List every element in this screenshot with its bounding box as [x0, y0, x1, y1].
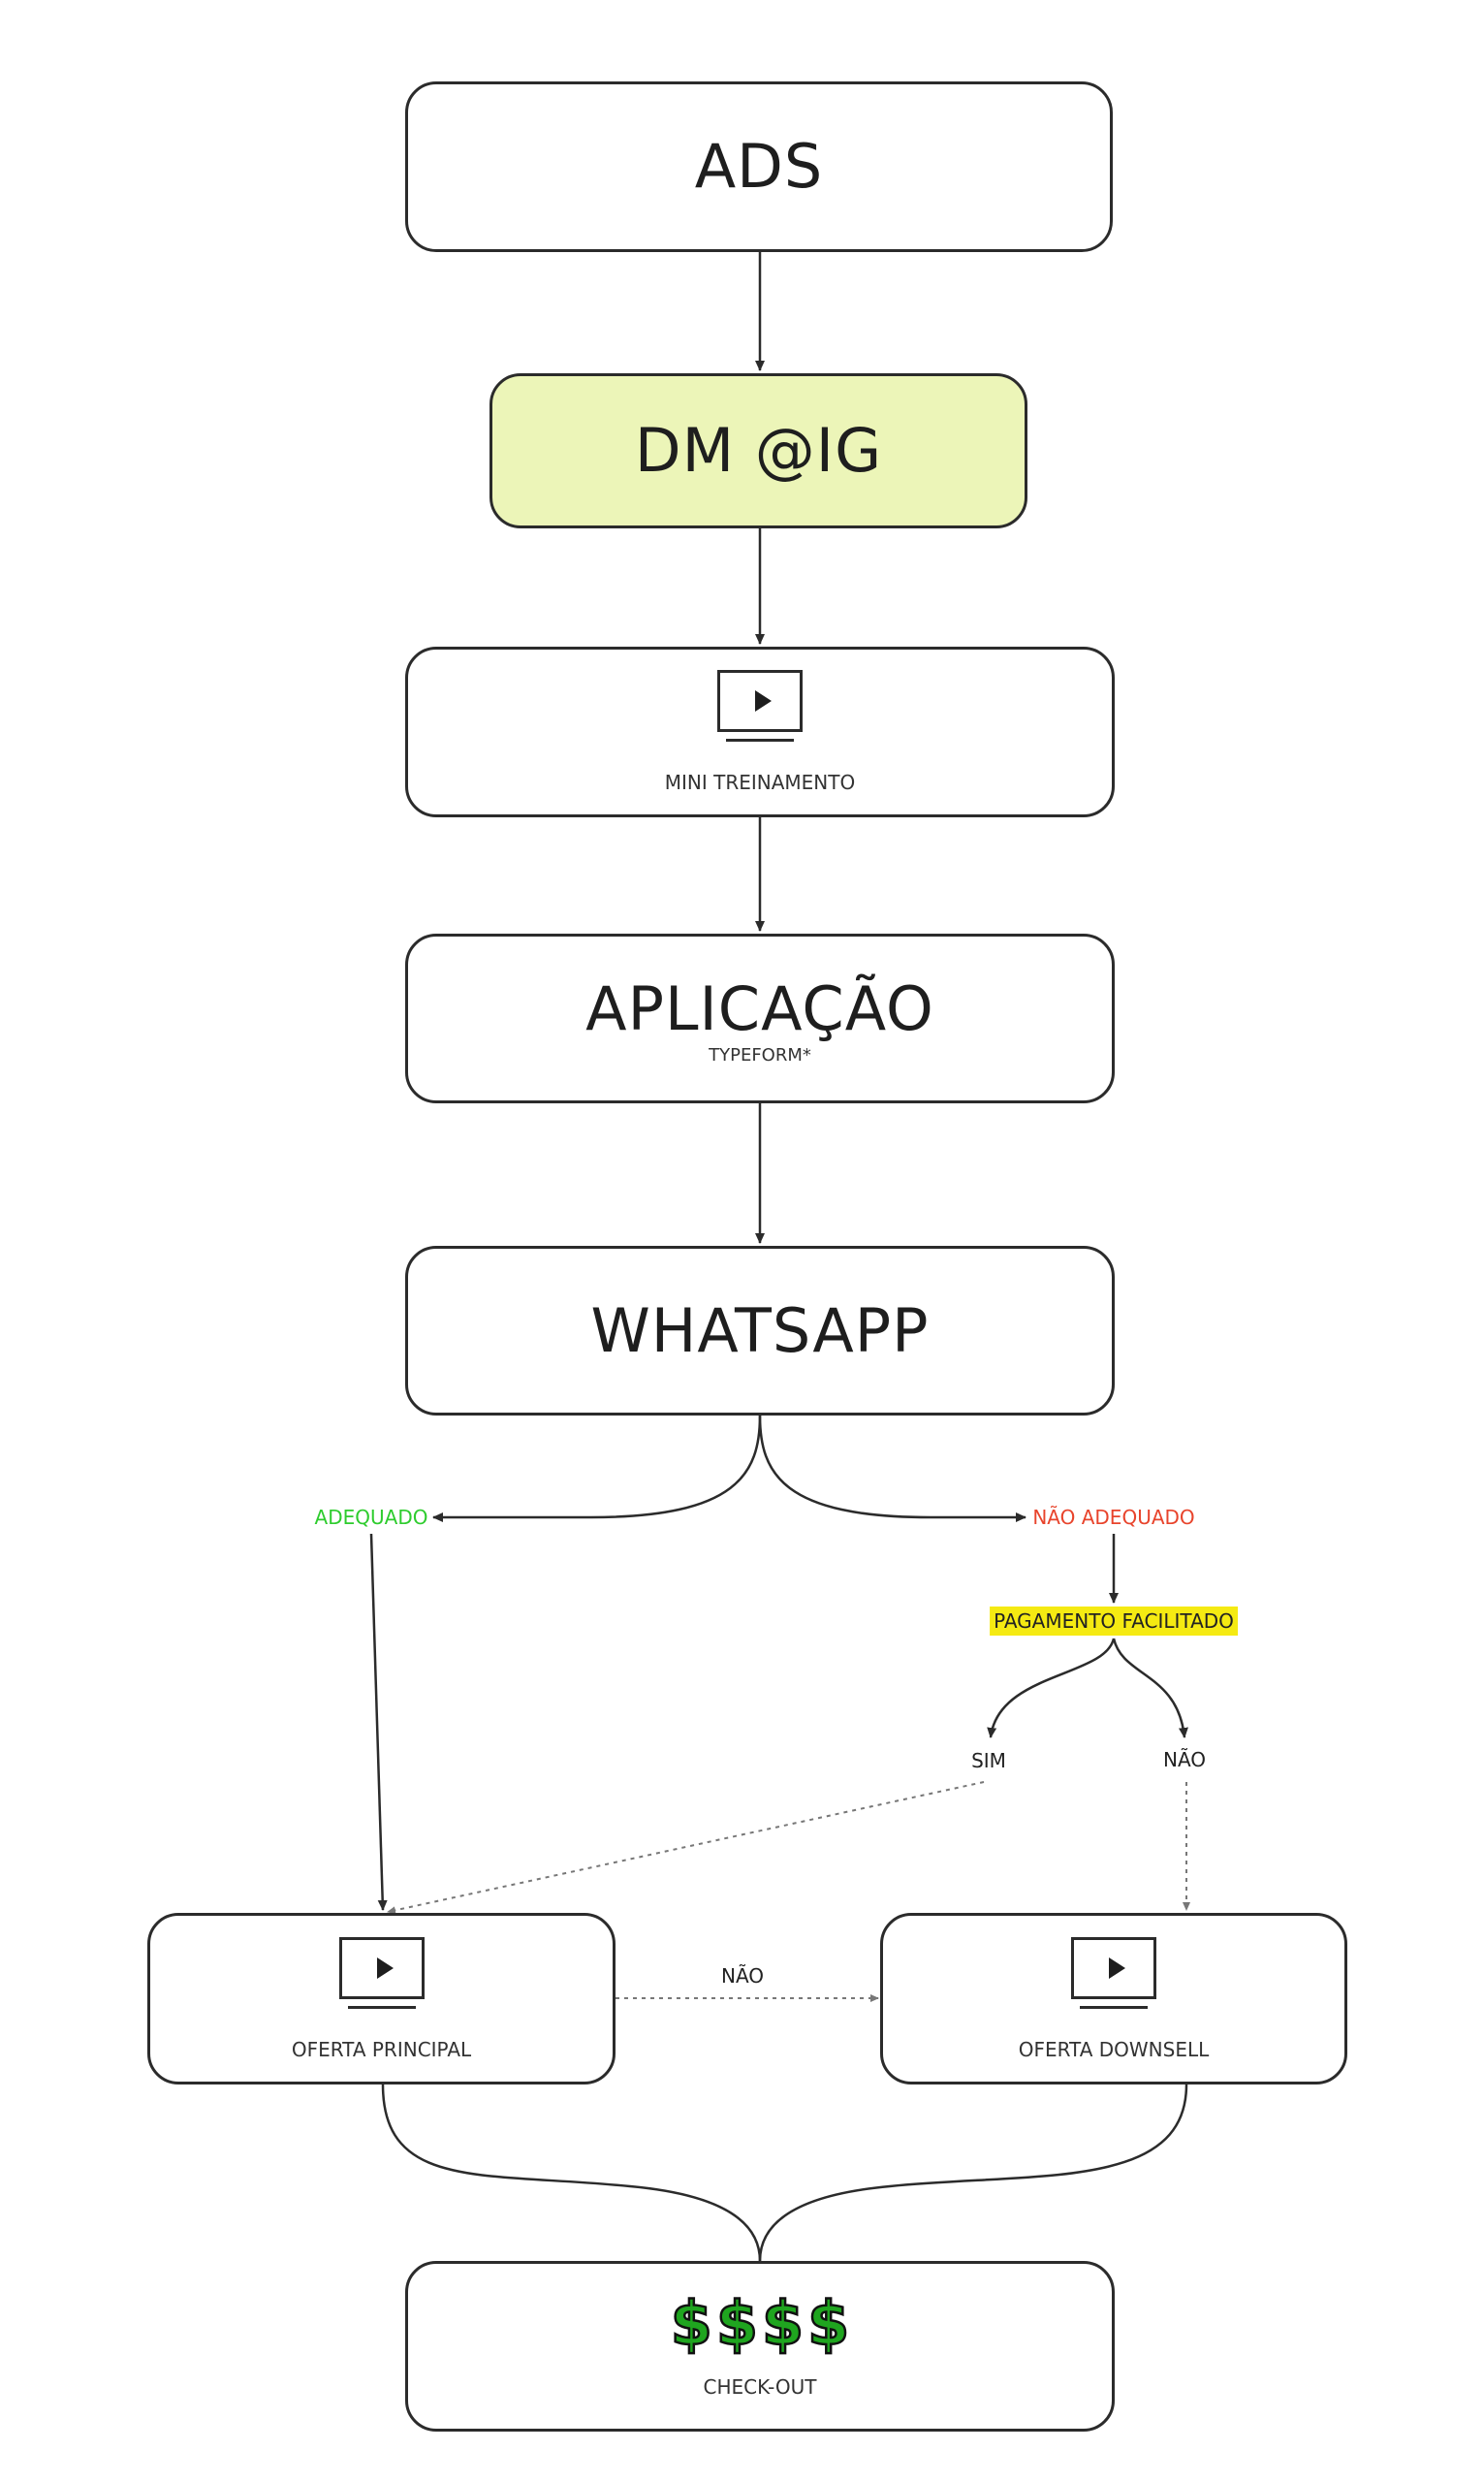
- branch-adequado: ADEQUADO: [314, 1506, 428, 1529]
- dollar-sign-icon: $: [715, 2288, 760, 2359]
- connector-whatsapp-nao-adequado: [758, 1415, 1026, 1522]
- node-mini-treinamento: MINI TREINAMENTO: [405, 647, 1115, 817]
- node-dm-ig-label: DM @IG: [634, 415, 883, 486]
- branch-sim: SIM: [971, 1749, 1006, 1772]
- connector-pagamento-nao: [1112, 1638, 1188, 1738]
- connector-sim-principal: [387, 1781, 985, 1915]
- branch-nao-adequado: NÃO ADEQUADO: [1032, 1506, 1195, 1529]
- connector-pagamento-sim: [987, 1638, 1116, 1738]
- node-oferta-downsell: OFERTA DOWNSELL: [880, 1913, 1347, 2084]
- node-aplicacao: APLICAÇÃO TYPEFORM*: [405, 934, 1115, 1103]
- node-whatsapp: WHATSAPP: [405, 1246, 1115, 1416]
- node-ads-label: ADS: [694, 131, 824, 202]
- dollar-sign-icon: $: [761, 2288, 805, 2359]
- dollar-sign-icon: $ $ $ $: [669, 2288, 851, 2359]
- video-player-icon: [717, 670, 803, 742]
- connector-principal-checkout: [381, 2084, 762, 2262]
- dollar-sign-icon: $: [806, 2288, 851, 2359]
- node-whatsapp-label: WHATSAPP: [590, 1294, 930, 1366]
- node-aplicacao-sublabel: TYPEFORM*: [709, 1045, 811, 1066]
- video-player-icon: [1071, 1936, 1156, 2009]
- dollar-sign-icon: $: [669, 2288, 713, 2359]
- node-checkout-label: CHECK-OUT: [703, 2375, 817, 2399]
- connector-whatsapp-adequado: [432, 1415, 762, 1522]
- node-oferta-principal: OFERTA PRINCIPAL: [147, 1913, 616, 2084]
- branch-nao-downsell: NÃO: [720, 1964, 765, 1988]
- branch-pagamento-facilitado: PAGAMENTO FACILITADO: [990, 1607, 1238, 1636]
- node-dm-ig: DM @IG: [489, 373, 1027, 528]
- node-oferta-principal-label: OFERTA PRINCIPAL: [291, 2037, 472, 2061]
- node-oferta-downsell-label: OFERTA DOWNSELL: [1018, 2037, 1210, 2061]
- node-mini-treinamento-label: MINI TREINAMENTO: [664, 771, 856, 794]
- node-ads: ADS: [405, 81, 1113, 252]
- connector-downsell-checkout: [758, 2084, 1188, 2262]
- branch-nao: NÃO: [1162, 1748, 1207, 1771]
- node-checkout: $ $ $ $ CHECK-OUT: [405, 2261, 1115, 2432]
- video-player-icon: [338, 1936, 425, 2009]
- connector-adequado-principal: [369, 1533, 388, 1911]
- node-aplicacao-label: APLICAÇÃO: [585, 973, 934, 1044]
